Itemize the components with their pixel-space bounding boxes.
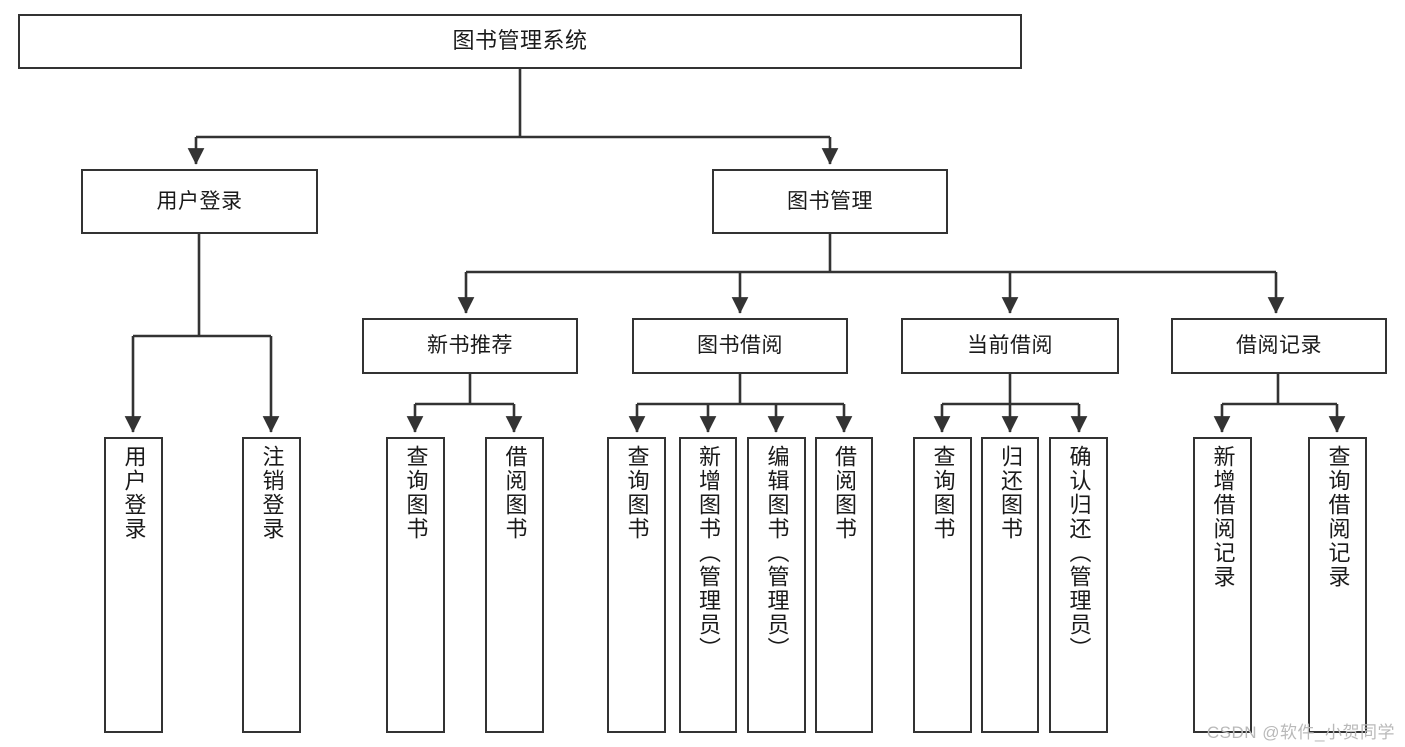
node-label: 注销登录: [259, 445, 285, 541]
node-leaf-query-record[interactable]: 查询借阅记录: [1308, 437, 1367, 733]
node-label: 查询图书: [930, 445, 956, 541]
node-label: 确认归还（管理员）: [1066, 445, 1092, 661]
node-label: 用户登录: [121, 445, 147, 541]
node-label: 查询借阅记录: [1325, 445, 1351, 589]
node-new-book-recommend[interactable]: 新书推荐: [362, 318, 578, 374]
node-label: 查询图书: [624, 445, 650, 541]
node-label: 新增图书（管理员）: [696, 445, 721, 661]
watermark-csdn: CSDN @软件_小贺同学: [1206, 723, 1395, 742]
node-leaf-add-book[interactable]: 新增图书（管理员）: [679, 437, 737, 733]
node-leaf-borrow-book-2[interactable]: 借阅图书: [815, 437, 873, 733]
node-label: 编辑图书（管理员）: [764, 445, 790, 661]
node-label: 新增借阅记录: [1210, 445, 1236, 589]
node-leaf-edit-book[interactable]: 编辑图书（管理员）: [747, 437, 806, 733]
node-borrow-record[interactable]: 借阅记录: [1171, 318, 1387, 374]
node-leaf-query-book-1[interactable]: 查询图书: [386, 437, 445, 733]
node-root-book-management-system[interactable]: 图书管理系统: [18, 14, 1022, 69]
node-label: 归还图书: [998, 445, 1023, 541]
node-leaf-add-record[interactable]: 新增借阅记录: [1193, 437, 1252, 733]
node-book-manage[interactable]: 图书管理: [712, 169, 948, 234]
node-label: 图书管理: [787, 189, 873, 213]
node-leaf-logout[interactable]: 注销登录: [242, 437, 301, 733]
node-label: 图书借阅: [697, 334, 783, 358]
node-leaf-return-book[interactable]: 归还图书: [981, 437, 1039, 733]
node-label: 查询图书: [403, 445, 429, 541]
node-leaf-user-login[interactable]: 用户登录: [104, 437, 163, 733]
node-label: 当前借阅: [967, 334, 1053, 358]
node-label: 图书管理系统: [452, 28, 588, 54]
node-leaf-borrow-book-1[interactable]: 借阅图书: [485, 437, 544, 733]
node-current-borrow[interactable]: 当前借阅: [901, 318, 1119, 374]
node-label: 新书推荐: [427, 334, 513, 358]
node-book-borrow[interactable]: 图书借阅: [632, 318, 848, 374]
node-label: 借阅记录: [1236, 334, 1322, 358]
node-label: 借阅图书: [502, 445, 528, 541]
node-leaf-query-book-2[interactable]: 查询图书: [607, 437, 666, 733]
node-label: 用户登录: [156, 189, 243, 213]
node-leaf-confirm-return[interactable]: 确认归还（管理员）: [1049, 437, 1108, 733]
node-user-login[interactable]: 用户登录: [81, 169, 318, 234]
node-leaf-query-book-3[interactable]: 查询图书: [913, 437, 972, 733]
node-label: 借阅图书: [832, 445, 857, 541]
